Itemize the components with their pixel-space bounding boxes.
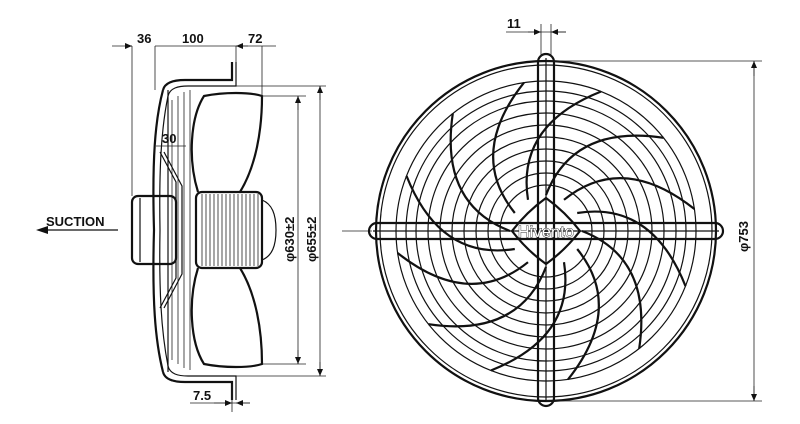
blade-arc <box>577 210 687 287</box>
hub-plate <box>510 196 582 266</box>
dim-11-text: 11 <box>507 16 521 31</box>
motor-body <box>130 151 183 309</box>
blade-arc <box>449 113 511 233</box>
guard-side-profile <box>152 89 169 373</box>
dim-7-5-text: 7.5 <box>193 388 211 403</box>
blade-arc <box>428 266 548 328</box>
impeller-hub <box>194 190 277 270</box>
suction-arrow <box>36 226 118 234</box>
dimension-phi630: φ630±2 <box>282 96 301 364</box>
front-view: Hivento 11 φ753 <box>342 16 762 408</box>
mounting-flange <box>161 62 237 400</box>
dimension-36: 36 <box>112 31 151 49</box>
blade-arc <box>544 134 664 196</box>
dimension-7-5: 7.5 <box>190 384 250 412</box>
dim-36-text: 36 <box>137 31 151 46</box>
dim-phi655-text: φ655±2 <box>304 217 319 262</box>
dim-phi630-text: φ630±2 <box>282 217 297 262</box>
guard-support-horizontal <box>367 221 725 241</box>
extension-lines <box>131 46 326 377</box>
blade-arc <box>396 252 529 285</box>
blade-arc <box>405 175 515 252</box>
dimension-phi655: φ655±2 <box>304 86 323 376</box>
hub-fins <box>201 194 259 266</box>
blade-arc <box>525 90 602 200</box>
guard-side-ribs <box>171 90 191 370</box>
blade-arc <box>490 262 567 372</box>
dim-100-text: 100 <box>182 31 204 46</box>
dimension-11: 11 <box>506 16 566 56</box>
blade-arc <box>492 81 525 214</box>
suction-label: SUCTION <box>46 214 105 229</box>
brand-logo-text: Hivento <box>518 224 574 241</box>
blade-arc <box>563 177 696 210</box>
dim-72-text: 72 <box>248 31 262 46</box>
blade-arc <box>567 248 600 381</box>
guard-support-vertical <box>536 52 556 408</box>
dimension-30: 30 <box>162 131 176 146</box>
dimension-72: 72 <box>236 31 276 49</box>
blade-lower <box>190 267 264 369</box>
side-view: SUCTION <box>36 31 326 412</box>
dim-30-text: 30 <box>162 131 176 146</box>
dim-phi753-text: φ753 <box>736 221 751 252</box>
blade-arc <box>581 229 643 349</box>
dimension-100: 100 <box>155 31 236 47</box>
dimension-phi753: φ753 <box>546 60 762 402</box>
blade-upper <box>190 91 264 193</box>
